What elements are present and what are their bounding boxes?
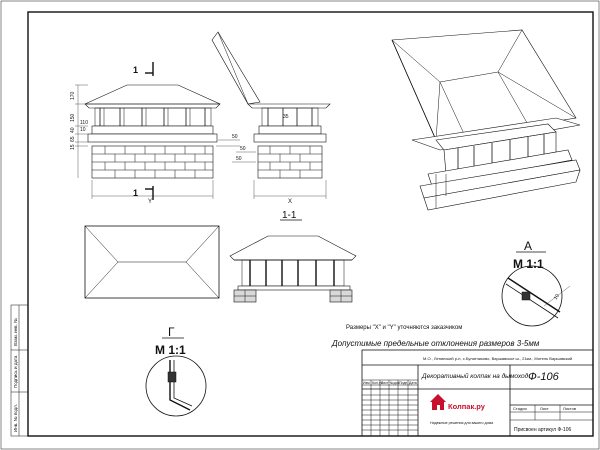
dim-50-side-b: 50 bbox=[236, 156, 242, 162]
note-dimensions: Размеры "X" и "Y" уточняются заказчиком bbox=[346, 325, 462, 331]
logo-text: Колпак.ру bbox=[448, 402, 486, 411]
isometric-view bbox=[391, 29, 581, 211]
brick-chimney-side bbox=[257, 145, 323, 179]
section-title: 1-1 bbox=[282, 210, 297, 221]
section-view-1-1: 1-1 bbox=[229, 210, 357, 303]
dim-10: 10 bbox=[80, 127, 86, 133]
header-sign: Подп. bbox=[399, 381, 408, 385]
section-mark-bottom: 1 bbox=[133, 188, 138, 198]
stamp-label-1: Инв. № подл. bbox=[13, 404, 18, 432]
detail-g-letter: Г bbox=[168, 325, 175, 339]
title-article: Присвоен артикул Ф-106 bbox=[514, 427, 571, 433]
detail-g-scale: М 1:1 bbox=[155, 343, 186, 357]
dim-110: 110 bbox=[80, 120, 88, 126]
stage-header: Стадия bbox=[513, 406, 527, 411]
dim-15: 15 bbox=[70, 144, 76, 150]
side-elevation-view: 35 50 50 X bbox=[211, 31, 331, 205]
left-stamp-strip: Инв. № подл. Подпись и дата Взам. инв. № bbox=[10, 304, 29, 437]
note-tolerance: Допустимые предельные отклонения размеро… bbox=[331, 339, 540, 348]
header-doc: №док bbox=[390, 381, 400, 385]
dim-50-front: 50 bbox=[232, 134, 238, 140]
dim-y: Y bbox=[148, 199, 152, 205]
header-date: Дата bbox=[409, 381, 417, 385]
dim-40: 40 bbox=[70, 127, 76, 133]
header-izm: Изм bbox=[363, 381, 370, 385]
dim-65: 65 bbox=[70, 136, 76, 142]
stamp-label-2: Подпись и дата bbox=[13, 355, 18, 388]
detail-g: Г М 1:1 bbox=[145, 325, 207, 417]
dim-170: 170 bbox=[70, 91, 76, 100]
top-plan-view bbox=[84, 225, 220, 299]
inner-frame bbox=[27, 11, 594, 437]
dim-150: 150 bbox=[70, 113, 76, 122]
detail-a-letter: А bbox=[524, 239, 532, 253]
kolpak-logo bbox=[430, 394, 446, 410]
detail-a-scale: М 1:1 bbox=[513, 257, 544, 271]
dim-35: 35 bbox=[283, 114, 289, 120]
brick-chimney-front bbox=[91, 145, 214, 179]
title-block: М.О., Ленинский р-н, с.Булатниково, Варш… bbox=[361, 349, 594, 437]
front-elevation-view: 170 150 40 65 15 10 110 Y 50 1 1 bbox=[70, 62, 240, 205]
dim-x: X bbox=[288, 199, 292, 205]
sheets-header: Листов bbox=[563, 406, 576, 411]
title-address: М.О., Ленинский р-н, с.Булатниково, Варш… bbox=[423, 356, 572, 361]
header-kol: Кол.уч bbox=[372, 381, 383, 385]
header-list: Лист bbox=[381, 381, 389, 385]
title-product: Декоративный колпак на дымоход bbox=[421, 372, 529, 380]
stamp-label-3: Взам. инв. № bbox=[13, 318, 18, 346]
title-code: Ф-106 bbox=[528, 371, 560, 383]
detail-a-dim: 10 bbox=[553, 293, 561, 301]
detail-a: А М 1:1 10 bbox=[501, 239, 571, 327]
sheet-header: Лист bbox=[540, 406, 549, 411]
logo-slogan: Надежные решения для вашего дома bbox=[430, 421, 493, 425]
dim-50-side-a: 50 bbox=[240, 146, 246, 152]
section-mark-top: 1 bbox=[133, 65, 138, 75]
